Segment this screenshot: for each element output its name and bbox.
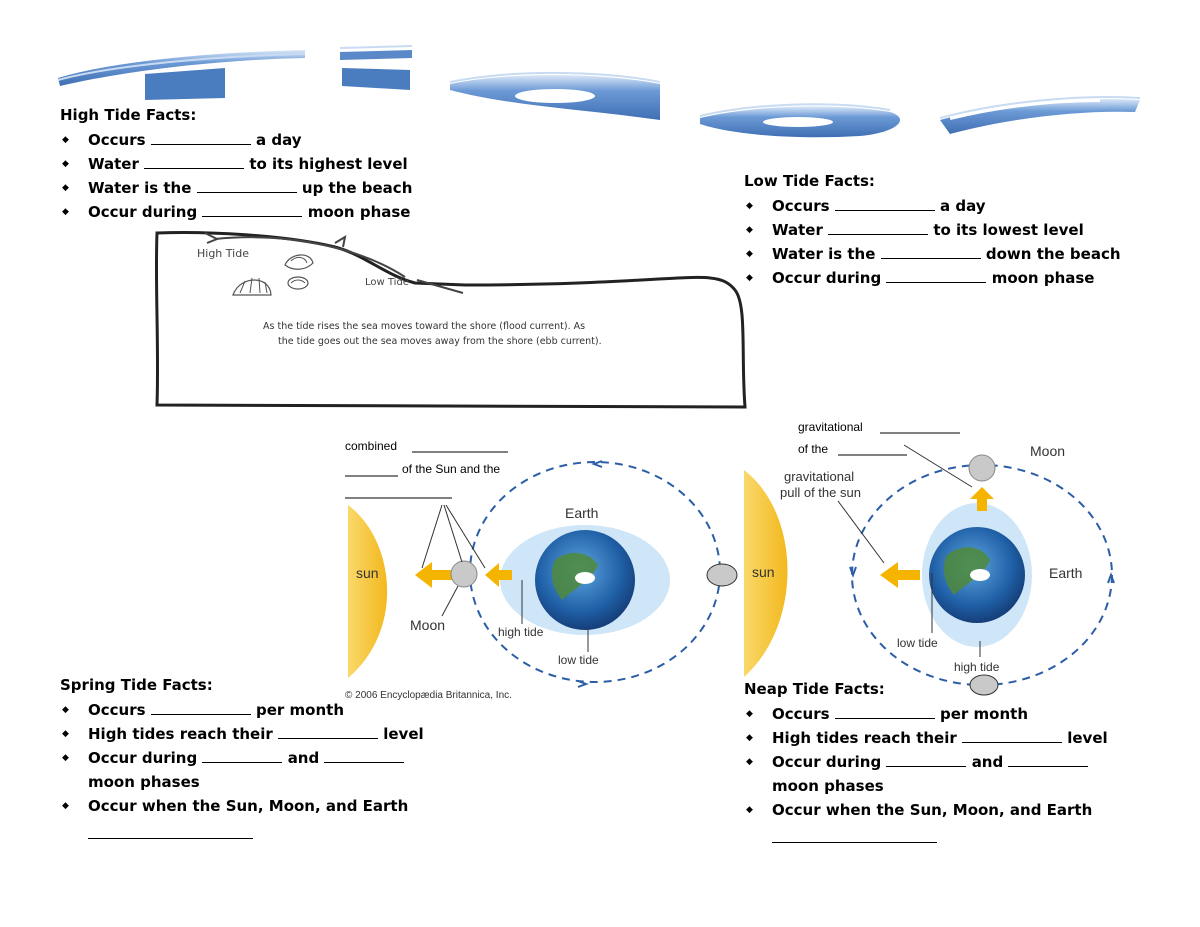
low-tide-fact: Occurs a day	[744, 194, 1121, 218]
high-tide-fact: Occur during moon phase	[60, 200, 412, 224]
spring-tide-fact: Occur when the Sun, Moon, and Earth	[60, 794, 424, 818]
spring-tide-facts: Spring Tide Facts: Occurs per month High…	[60, 676, 424, 843]
spring-tide-diagram: combined of the Sun and the sun Earth Mo…	[345, 439, 738, 701]
spring-earth-label: Earth	[565, 505, 598, 521]
fill-blank[interactable]	[202, 748, 283, 763]
high-tide-title: High Tide Facts:	[60, 106, 197, 124]
neap-low-tide-label: low tide	[897, 636, 938, 650]
fill-blank[interactable]	[828, 220, 929, 235]
neap-earth-label: Earth	[1049, 565, 1082, 581]
spring-moon-label: Moon	[410, 617, 445, 633]
spring-annotation-line1: combined	[345, 439, 397, 453]
spring-tide-fact: Occurs per month	[60, 698, 424, 722]
fill-blank[interactable]	[886, 268, 987, 283]
high-tide-sketch-label: High Tide	[197, 247, 249, 260]
fill-blank[interactable]	[202, 202, 303, 217]
fill-blank[interactable]	[834, 704, 935, 719]
title-letter-i	[339, 45, 413, 90]
fill-blank[interactable]	[144, 154, 245, 169]
spring-annotation-line2: of the Sun and the	[402, 462, 500, 476]
high-tide-fact: Water is the up the beach	[60, 176, 412, 200]
high-tide-fact: Occurs a day	[60, 128, 412, 152]
spring-tide-fact: Occur during and moon phases	[60, 746, 424, 794]
seashell-icon	[287, 276, 309, 290]
neap-grav-pull-line1: gravitational	[784, 469, 854, 484]
sketch-caption-line1: As the tide rises the sea moves toward t…	[263, 321, 585, 332]
fill-blank[interactable]	[324, 748, 405, 763]
high-tide-fact: Water to its highest level	[60, 152, 412, 176]
low-tide-title: Low Tide Facts:	[744, 172, 875, 190]
spring-low-tide-label: low tide	[558, 653, 599, 667]
fill-blank[interactable]	[88, 824, 253, 839]
fill-blank[interactable]	[834, 196, 935, 211]
spring-tide-fact: High tides reach their level	[60, 722, 424, 746]
fill-blank[interactable]	[886, 752, 967, 767]
spring-tide-title: Spring Tide Facts:	[60, 676, 213, 694]
neap-annotation-line2: of the	[798, 442, 828, 456]
fill-blank[interactable]	[880, 244, 981, 259]
neap-grav-pull-line2: pull of the sun	[780, 485, 861, 500]
neap-high-tide-label: high tide	[954, 660, 1000, 674]
title-letter-t	[57, 50, 306, 100]
fill-blank[interactable]	[962, 728, 1062, 743]
neap-annotation-line1: gravitational	[798, 420, 863, 434]
neap-tide-facts: Neap Tide Facts: Occurs per month High t…	[744, 680, 1108, 847]
low-tide-fact: Water is the down the beach	[744, 242, 1121, 266]
neap-sun-label: sun	[752, 564, 775, 580]
spring-copyright: © 2006 Encyclopædia Britannica, Inc.	[345, 690, 512, 701]
neap-tide-fact: Occurs per month	[744, 702, 1108, 726]
neap-tide-title: Neap Tide Facts:	[744, 680, 885, 698]
fill-blank[interactable]	[196, 178, 297, 193]
low-tide-fact: Occur during moon phase	[744, 266, 1121, 290]
title-letter-d	[449, 71, 661, 120]
sketch-caption-line2: the tide goes out the sea moves away fro…	[278, 336, 602, 347]
neap-moon-label: Moon	[1030, 443, 1065, 459]
title-wordart	[57, 45, 1141, 138]
spring-sun-label: sun	[356, 565, 379, 581]
fill-blank[interactable]	[150, 700, 251, 715]
fill-blank[interactable]	[772, 828, 937, 843]
neap-tide-fact: High tides reach their level	[744, 726, 1108, 750]
neap-tide-fact: Occur during and moon phases	[744, 750, 1108, 798]
fill-blank[interactable]	[278, 724, 378, 739]
high-tide-facts: High Tide Facts: Occurs a day Water to i…	[60, 106, 412, 224]
title-letter-e	[699, 103, 900, 138]
low-tide-sketch-label: Low Tide	[365, 277, 409, 288]
fill-blank[interactable]	[1008, 752, 1089, 767]
neap-tide-fact: Occur when the Sun, Moon, and Earth	[744, 798, 1108, 822]
neap-tide-diagram: gravitational of the sun Earth Moon grav…	[744, 420, 1115, 696]
title-letter-s	[939, 96, 1141, 134]
beach-sketch: High Tide Low Tide As the tide rises the…	[154, 231, 747, 409]
fill-blank[interactable]	[150, 130, 251, 145]
spring-high-tide-label: high tide	[498, 625, 544, 639]
low-tide-fact: Water to its lowest level	[744, 218, 1121, 242]
seashell-icon	[284, 254, 314, 270]
seashell-icon	[232, 277, 272, 296]
low-tide-facts: Low Tide Facts: Occurs a day Water to it…	[744, 172, 1121, 290]
